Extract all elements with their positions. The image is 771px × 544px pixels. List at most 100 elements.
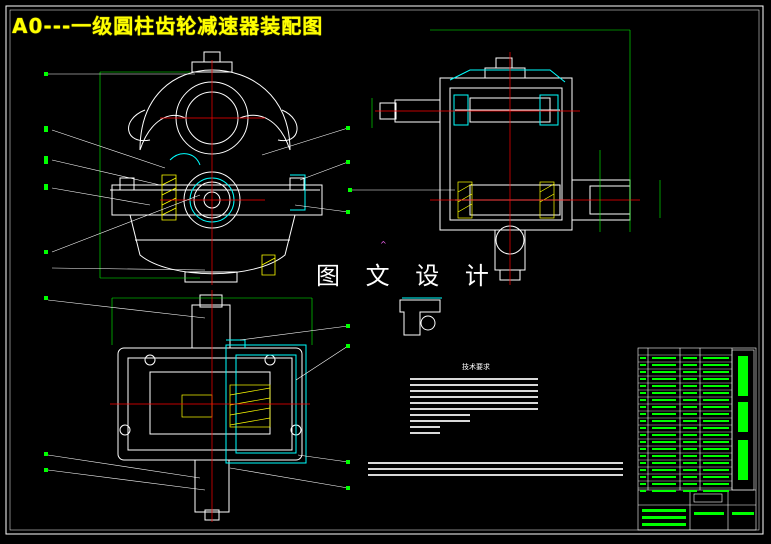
detail-part bbox=[399, 299, 441, 336]
parts-cell-text bbox=[640, 462, 646, 464]
parts-cell-text bbox=[683, 420, 697, 422]
tech-requirements-block bbox=[368, 378, 623, 476]
parts-cell-text bbox=[640, 441, 646, 443]
parts-cell-text bbox=[683, 448, 697, 450]
inner-border bbox=[9, 9, 760, 531]
title-block-name bbox=[738, 356, 748, 480]
parts-cell-text bbox=[703, 427, 729, 429]
parts-cell-text bbox=[652, 434, 676, 436]
parts-cell-text bbox=[703, 476, 729, 478]
tech-line bbox=[410, 420, 470, 422]
parts-cell-text bbox=[703, 392, 729, 394]
front-view bbox=[110, 51, 323, 283]
parts-cell-text bbox=[683, 462, 697, 464]
tech-line bbox=[410, 432, 440, 434]
parts-cell-text bbox=[703, 378, 729, 380]
parts-cell-text bbox=[703, 448, 729, 450]
tech-line bbox=[410, 408, 538, 410]
parts-cell-text bbox=[703, 434, 729, 436]
tech-line bbox=[410, 396, 538, 398]
parts-cell-text bbox=[683, 455, 697, 457]
top-view-dimensions bbox=[111, 297, 313, 345]
parts-cell-text bbox=[652, 420, 676, 422]
parts-cell-text bbox=[640, 385, 646, 387]
parts-cell-text bbox=[683, 413, 697, 415]
parts-cell-text bbox=[640, 490, 646, 492]
top-view-centerlines bbox=[110, 290, 310, 522]
title-block-text bbox=[732, 512, 754, 515]
parts-cell-text bbox=[703, 483, 729, 485]
parts-cell-text bbox=[703, 385, 729, 387]
parts-cell-text bbox=[703, 371, 729, 373]
parts-cell-text bbox=[652, 357, 676, 359]
parts-cell-text bbox=[703, 462, 729, 464]
parts-cell-text bbox=[652, 448, 676, 450]
parts-cell-text bbox=[703, 357, 729, 359]
parts-cell-text bbox=[683, 483, 697, 485]
parts-cell-text bbox=[640, 364, 646, 366]
tech-line bbox=[368, 462, 623, 464]
title-block-text bbox=[642, 509, 686, 512]
parts-cell-text bbox=[683, 378, 697, 380]
parts-cell-text bbox=[652, 490, 676, 492]
parts-cell-text bbox=[640, 476, 646, 478]
top-view bbox=[117, 294, 303, 521]
title-block-text bbox=[642, 516, 686, 519]
parts-list bbox=[637, 347, 757, 531]
parts-cell-text bbox=[652, 462, 676, 464]
parts-cell-text bbox=[683, 371, 697, 373]
side-view-centerlines bbox=[375, 52, 640, 285]
parts-cell-text bbox=[640, 392, 646, 394]
tech-line bbox=[410, 414, 470, 416]
parts-cell-text bbox=[683, 469, 697, 471]
tech-line bbox=[410, 390, 538, 392]
parts-cell-text bbox=[652, 455, 676, 457]
parts-cell-text bbox=[652, 385, 676, 387]
parts-cell-text bbox=[703, 420, 729, 422]
watermark-text: 图 文 设 计 bbox=[316, 262, 498, 290]
parts-cell-text bbox=[703, 490, 729, 492]
parts-cell-text bbox=[652, 476, 676, 478]
parts-cell-text bbox=[640, 357, 646, 359]
parts-cell-text bbox=[652, 378, 676, 380]
parts-cell-text bbox=[640, 469, 646, 471]
top-view-hatch bbox=[181, 384, 271, 428]
parts-cell-text bbox=[652, 441, 676, 443]
parts-cell-text bbox=[652, 371, 676, 373]
parts-cell-text bbox=[652, 469, 676, 471]
title-block-text bbox=[642, 523, 686, 526]
parts-cell-text bbox=[640, 406, 646, 408]
parts-cell-text bbox=[640, 483, 646, 485]
parts-cell-text bbox=[683, 385, 697, 387]
parts-cell-text bbox=[652, 413, 676, 415]
parts-cell-text bbox=[640, 434, 646, 436]
parts-list-text bbox=[640, 357, 754, 526]
parts-cell-text bbox=[640, 399, 646, 401]
front-view-callouts bbox=[48, 73, 349, 271]
top-view-callouts bbox=[47, 299, 349, 491]
parts-cell-text bbox=[652, 364, 676, 366]
parts-cell-text bbox=[652, 483, 676, 485]
parts-cell-text bbox=[652, 406, 676, 408]
tech-line bbox=[368, 468, 623, 470]
front-view-centerlines bbox=[160, 60, 265, 285]
tech-line bbox=[368, 474, 623, 476]
parts-cell-text bbox=[640, 448, 646, 450]
parts-cell-text bbox=[683, 476, 697, 478]
parts-cell-text bbox=[683, 406, 697, 408]
parts-cell-text bbox=[640, 420, 646, 422]
parts-cell-text bbox=[703, 406, 729, 408]
side-view-dimensions bbox=[371, 29, 661, 232]
callout-tags bbox=[44, 72, 352, 490]
parts-cell-text bbox=[640, 378, 646, 380]
parts-cell-text bbox=[683, 392, 697, 394]
parts-cell-text bbox=[652, 427, 676, 429]
parts-cell-text bbox=[683, 441, 697, 443]
parts-list-rows bbox=[638, 354, 732, 489]
parts-cell-text bbox=[683, 399, 697, 401]
drawing-title: A0---一级圆柱齿轮减速器装配图 bbox=[12, 14, 324, 38]
parts-cell-text bbox=[703, 399, 729, 401]
parts-cell-text bbox=[683, 434, 697, 436]
